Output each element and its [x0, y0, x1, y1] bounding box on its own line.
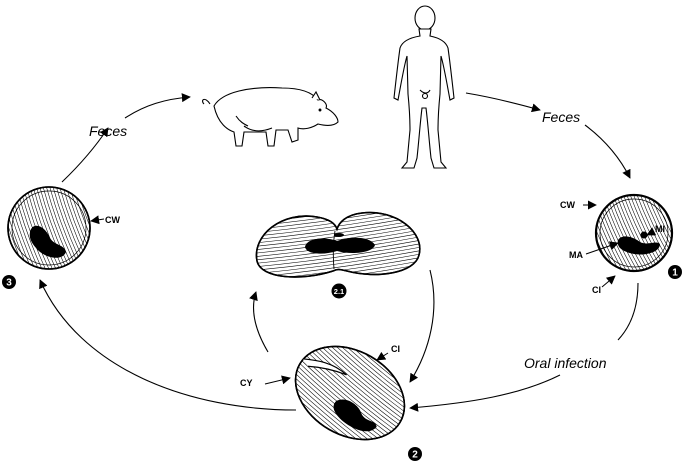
arrow-feces-to-pig [124, 93, 191, 119]
arrow-trophozoite-to-cyst3 [39, 279, 297, 411]
ma-label: MA [569, 250, 583, 260]
arrow-cyst1-to-oral [617, 282, 639, 341]
svg-text:3: 3 [6, 278, 12, 289]
oral-infection-label: Oral infection [524, 355, 607, 371]
cw-label-right: CW [560, 200, 575, 210]
arrow-trophozoite-to-division [249, 291, 269, 353]
cw-label-left: CW [105, 215, 120, 225]
svg-text:2: 2 [412, 450, 418, 461]
cycle-arrows [39, 92, 639, 412]
cyst-stage-3 [7, 186, 105, 270]
mi-label: MI [655, 224, 665, 234]
arrow-human-to-feces [465, 92, 541, 113]
arrow-oral-to-trophozoite [409, 374, 561, 412]
cy-label: CY [240, 378, 253, 388]
macronucleus-2-1 [305, 237, 375, 254]
trophozoite-stage-2 [278, 327, 422, 459]
cyst-stage-1 [583, 193, 674, 288]
ci-pointer [376, 351, 389, 361]
feces-label-right: Feces [542, 109, 580, 125]
stage-badge-2-1: 2.1 [331, 283, 347, 299]
cytostome [302, 358, 348, 376]
ci-label-bottom: CI [391, 344, 400, 354]
stage-badge-2: 2 [408, 447, 422, 461]
macronucleus-2 [333, 399, 377, 432]
macronucleus-3 [29, 225, 66, 258]
ci-label-right: CI [592, 285, 601, 295]
dividing-trophozoite-2-1 [255, 211, 421, 278]
arrow-cyst3-to-pig [61, 127, 109, 183]
human-host [393, 5, 455, 169]
arrow-feces-to-cyst1 [584, 124, 631, 179]
micronucleus-1 [640, 231, 648, 239]
arrow-division-to-trophozoite [409, 269, 435, 383]
macronucleus-1 [617, 236, 660, 255]
svg-text:1: 1 [672, 268, 678, 279]
stage-badge-3: 3 [2, 275, 16, 289]
feces-label-left: Feces [89, 123, 127, 139]
stage-badge-1: 1 [668, 265, 682, 279]
cy-pointer [264, 375, 291, 385]
pig-host [202, 87, 339, 147]
svg-text:2.1: 2.1 [334, 287, 344, 296]
